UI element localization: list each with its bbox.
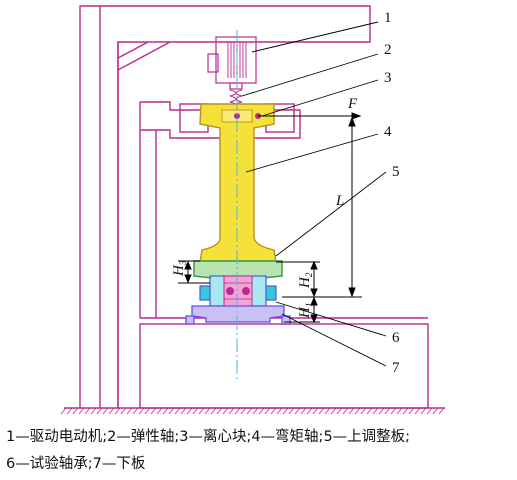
ground-hatch-mark [282,407,289,415]
ground-hatch-mark [222,407,229,415]
ground-hatch-mark [324,407,331,415]
ground-hatch-mark [378,407,385,415]
ground-hatch-mark [174,407,181,415]
ground-hatch-mark [396,407,403,415]
ground-hatch-mark [264,407,271,415]
ground-hatch-mark [84,407,91,415]
svg-text:H3: H3 [171,260,188,277]
ground-hatch-mark [426,407,433,415]
ground-hatch-mark [252,407,259,415]
ground-hatch-mark [114,407,121,415]
drive-motor [207,36,257,90]
ground-hatch-mark [384,407,391,415]
ground-hatch-mark [102,407,109,415]
callout-3: 3 [384,70,392,86]
figure-caption: 1—驱动电动机;2—弹性轴;3—离心块;4—弯矩轴;5—上调整板; 6—试验轴承… [6,424,514,478]
ground-hatch-mark [360,407,367,415]
ground-hatch-mark [96,407,103,415]
ground-hatch-mark [72,407,79,415]
ground-hatch-mark [144,407,151,415]
ground-hatch-mark [228,407,235,415]
lower-plate [185,305,291,325]
svg-text:H1: H1 [297,303,314,319]
callout-1: 1 [384,10,392,26]
caption-line-2: 6—试验轴承;7—下板 [6,456,146,472]
bending-shaft [199,103,277,263]
ground-hatch-mark [240,407,247,415]
ground-hatch-mark [366,407,373,415]
ground-hatch-mark [66,407,73,415]
ground-hatch-mark [318,407,325,415]
ground-hatch-mark [330,407,337,415]
h1-label: H1 [297,303,314,319]
ground-hatch-mark [312,407,319,415]
ground-hatch-mark [438,407,445,415]
ground-hatch-mark [432,407,439,415]
ground-hatch-mark [150,407,157,415]
h3-label: H3 [171,260,188,277]
test-rig-diagram: 1 2 3 4 5 6 7 F L H3 H2 H1 [60,5,445,415]
ground-hatch-mark [354,407,361,415]
ground-hatch-mark [168,407,175,415]
caption-line-1: 1—驱动电动机;2—弹性轴;3—离心块;4—弯矩轴;5—上调整板; [6,429,411,445]
callout-6: 6 [392,330,400,346]
ground-hatch-mark [132,407,139,415]
callout-7: 7 [392,360,400,376]
ground-hatch-mark [234,407,241,415]
ground-hatch-mark [390,407,397,415]
dimension-lines [178,112,362,324]
ground-hatch-mark [258,407,265,415]
ground-hatch-mark [306,407,313,415]
ground-hatch-mark [120,407,127,415]
ground-hatch-mark [138,407,145,415]
callout-4: 4 [384,124,392,140]
length-label: L [335,193,344,209]
test-bearing [199,275,277,307]
callout-2: 2 [384,42,392,58]
leader-lines [241,21,387,367]
ground-hatch-mark [204,407,211,415]
h2-label: H2 [297,272,314,289]
ground [60,407,445,415]
ground-hatch-mark [402,407,409,415]
ground-hatch-mark [348,407,355,415]
ground-hatch-mark [294,407,301,415]
ground-hatch-mark [90,407,97,415]
ground-hatch-mark [186,407,193,415]
svg-text:H2: H2 [297,272,314,289]
ground-hatch-mark [162,407,169,415]
ground-hatch-mark [210,407,217,415]
ground-hatch-mark [156,407,163,415]
ground-hatch-mark [108,407,115,415]
ground-hatch-mark [246,407,253,415]
ground-hatch-mark [300,407,307,415]
ground-hatch-mark [372,407,379,415]
ground-hatch-mark [60,407,67,415]
ground-hatch-mark [288,407,295,415]
ground-hatch-mark [180,407,187,415]
ground-hatch-mark [216,407,223,415]
ground-hatch-mark [198,407,205,415]
ground-hatch-mark [408,407,415,415]
force-label: F [347,96,358,112]
callout-5: 5 [392,164,400,180]
ground-hatch-mark [276,407,283,415]
ground-hatch-mark [78,407,85,415]
ground-hatch-mark [270,407,277,415]
ground-hatch-mark [336,407,343,415]
ground-hatch-mark [192,407,199,415]
ground-hatch-mark [342,407,349,415]
ground-hatch-mark [414,407,421,415]
ground-hatch-mark [420,407,427,415]
ground-hatch-mark [126,407,133,415]
